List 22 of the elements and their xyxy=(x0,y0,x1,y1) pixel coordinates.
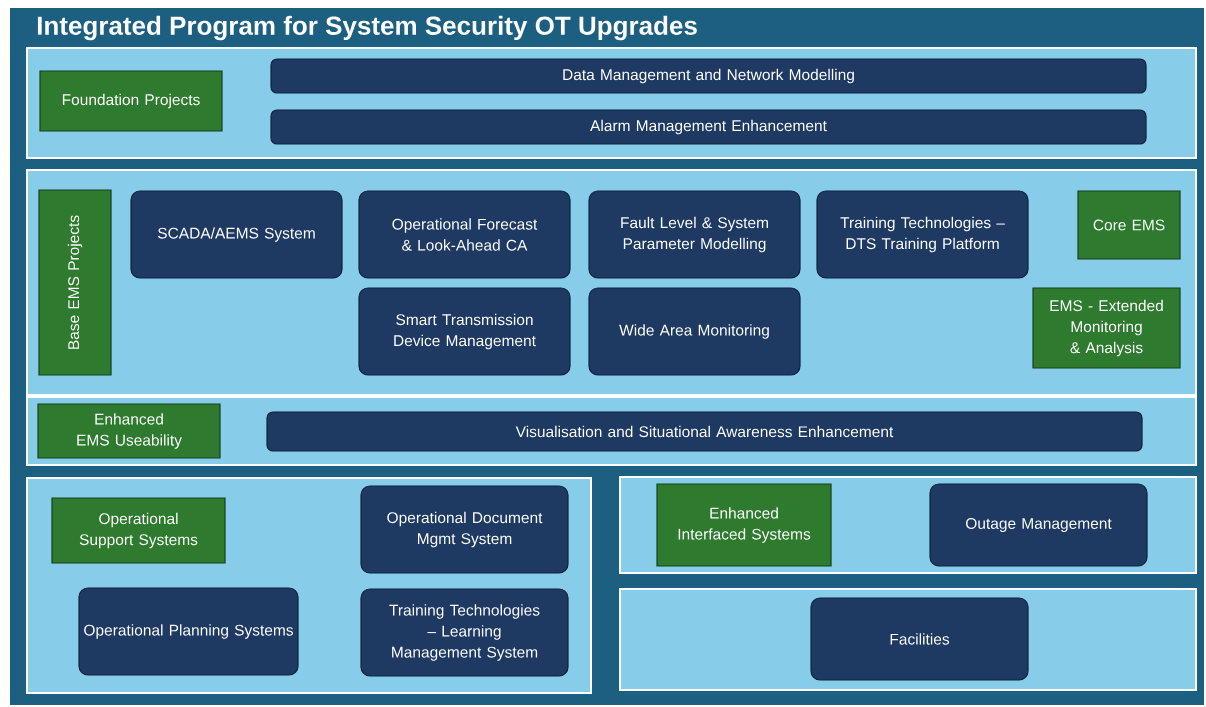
project-box: Outage Management xyxy=(929,483,1148,567)
category-box: Operational Support Systems xyxy=(51,497,226,564)
project-bar: Visualisation and Situational Awareness Enhancement xyxy=(266,411,1143,452)
project-box: Operational Forecast & Look-Ahead CA xyxy=(358,190,571,279)
project-box: Facilities xyxy=(810,597,1029,681)
category-box: Core EMS xyxy=(1077,190,1181,260)
category-box: EMS - Extended Monitoring & Analysis xyxy=(1032,287,1181,369)
project-box: Training Technologies – Learning Management System xyxy=(360,588,569,677)
title: Integrated Program for System Security OT Upgrades xyxy=(37,15,697,41)
project-box: Wide Area Monitoring xyxy=(588,287,801,376)
project-bar: Alarm Management Enhancement xyxy=(270,109,1147,145)
category-box: Enhanced EMS Useability xyxy=(37,403,221,459)
project-box: Smart Transmission Device Management xyxy=(358,287,571,376)
project-box: SCADA/AEMS System xyxy=(130,190,343,279)
category-box: Enhanced Interfaced Systems xyxy=(656,483,832,567)
project-box: Training Technologies – DTS Training Platform xyxy=(816,190,1029,279)
category-box: Base EMS Projects xyxy=(38,189,112,376)
project-box: Operational Planning Systems xyxy=(78,587,299,676)
project-bar: Data Management and Network Modelling xyxy=(270,58,1147,94)
project-box: Fault Level & System Parameter Modelling xyxy=(588,190,801,279)
category-box: Foundation Projects xyxy=(39,70,223,132)
project-box: Operational Document Mgmt System xyxy=(360,485,569,574)
